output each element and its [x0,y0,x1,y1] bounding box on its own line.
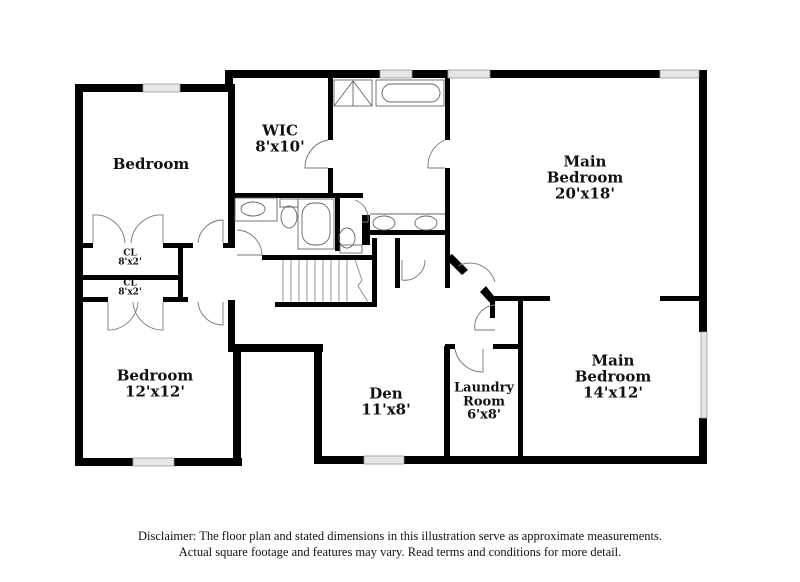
fixtures [234,79,445,303]
disclaimer-line-1: Disclaimer: The floor plan and stated di… [138,529,662,543]
disclaimer-line-2: Actual square footage and features may v… [178,545,622,559]
doors [92,139,496,373]
room-label-wic: WIC 8'x10' [255,121,305,155]
walls [75,70,707,466]
room-label-main-bedroom-upper: Main Bedroom 20'x18' [546,152,624,202]
room-label-main-bedroom-lower: Main Bedroom 14'x12' [574,351,652,401]
disclaimer-text: Disclaimer: The floor plan and stated di… [0,528,800,560]
room-label-den: Den 11'x8' [361,384,411,418]
room-label-bedroom-bottom-left: Bedroom 12'x12' [116,366,194,400]
room-label-closet-upper: CL 8'x2' [118,248,142,268]
windows [132,69,708,467]
room-label-closet-lower: CL 8'x2' [118,278,142,298]
room-label-bedroom-top-left: Bedroom [112,155,190,174]
room-label-laundry: Laundry Room 6'x8' [454,380,514,423]
